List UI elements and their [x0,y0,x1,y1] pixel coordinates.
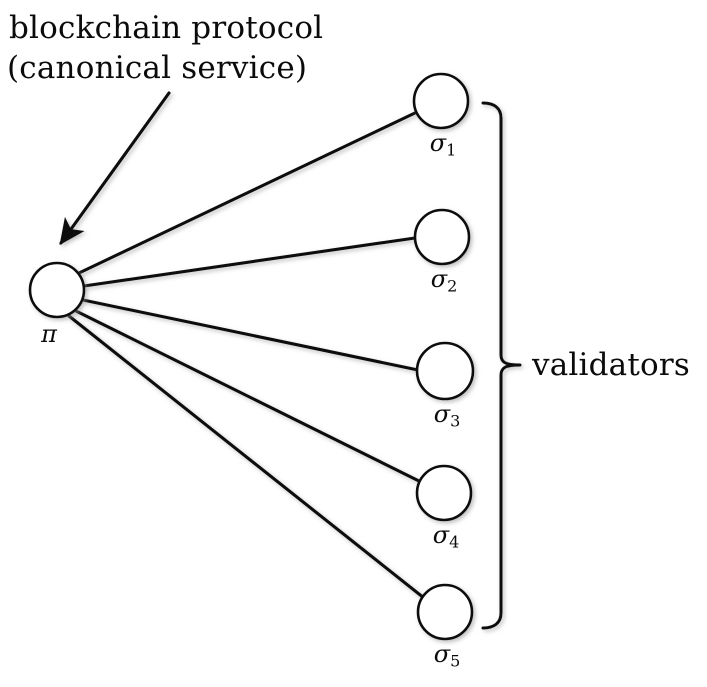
edge-pi-to-sigma-3 [81,298,420,372]
node-pi[interactable] [28,261,86,319]
node-sigma-5-circle[interactable] [416,583,474,641]
callout-text-line-1: blockchain protocol [9,10,324,46]
callout-arrow [59,91,171,246]
node-pi-label: π [41,320,57,348]
node-sigma-4-label-base: σ [432,521,450,549]
node-sigma-5-label-subscript: 5 [450,651,461,671]
node-sigma-3-label: σ3 [424,402,470,429]
validators-brace [481,101,522,630]
node-sigma-1-label-base: σ [429,129,447,157]
node-sigma-2-circle[interactable] [413,208,471,266]
edge-pi-to-sigma-1 [77,110,419,275]
node-sigma-5-label-base: σ [433,640,451,668]
node-pi-circle[interactable] [28,261,86,319]
node-sigma-2-label-base: σ [430,265,448,293]
node-sigma-1-circle[interactable] [412,72,470,130]
node-sigma-3-label-base: σ [433,400,451,428]
node-sigma-4-circle[interactable] [415,464,473,522]
node-sigma-4-label: σ4 [423,523,469,550]
node-sigma-4-label-subscript: 4 [449,532,460,552]
edge-pi-to-sigma-2 [82,236,417,288]
node-sigma-2-label: σ2 [421,267,467,294]
edge-pi-to-sigma-4 [74,309,423,484]
validators-group-label: validators [532,347,690,383]
node-sigma-3-label-subscript: 3 [450,411,461,431]
edge-group [67,110,426,600]
callout-text-line-2: (canonical service) [7,50,308,86]
node-sigma-5-label: σ5 [424,642,470,669]
node-sigma-3-circle[interactable] [415,341,475,401]
node-sigma-1-label: σ1 [420,131,466,158]
node-sigma-2-label-subscript: 2 [447,276,458,296]
validator-nodes [412,72,475,641]
edge-pi-to-sigma-5 [67,314,426,600]
node-sigma-1-label-subscript: 1 [446,140,457,160]
